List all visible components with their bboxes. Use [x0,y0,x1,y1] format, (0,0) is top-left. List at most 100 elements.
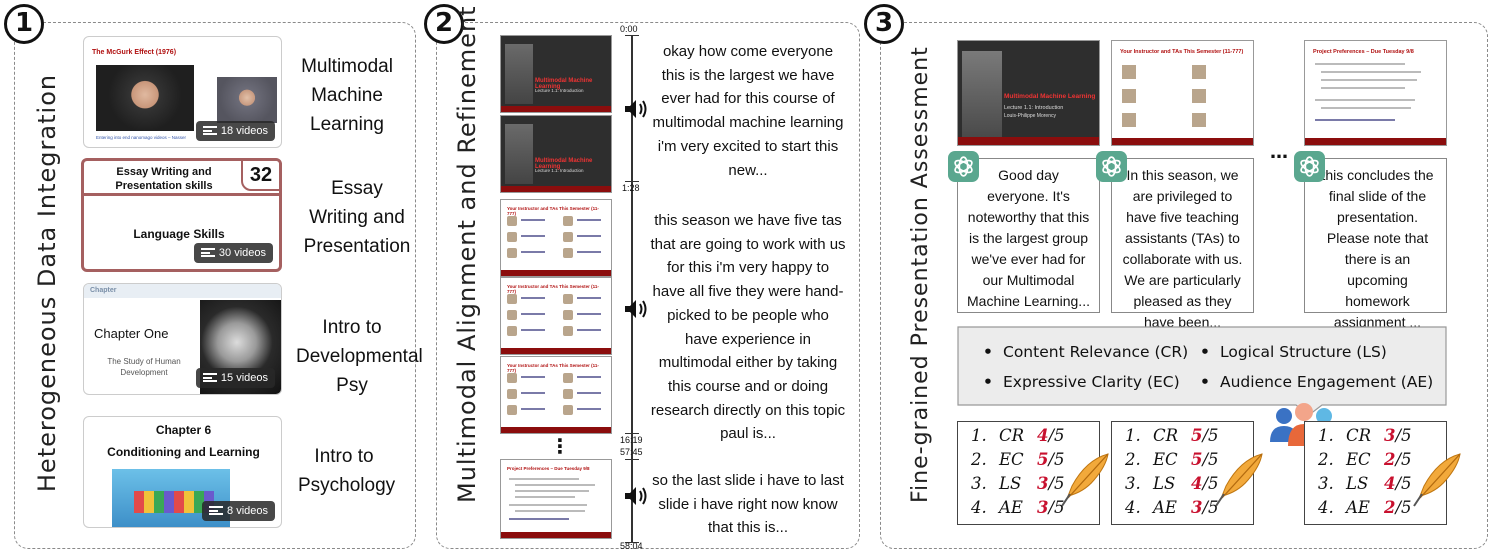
speaker-icon [625,100,647,118]
score-value: 5 [1037,450,1049,469]
person-photo [563,310,573,320]
person-photo [563,405,573,415]
quill-icon [1061,453,1109,507]
score-index: 4. [1318,498,1334,517]
score-value: 3 [1037,498,1049,517]
thumb-heading: Essay Writing and Presentation skills [115,166,213,192]
score-denominator: /5 [1048,498,1065,517]
course-title-mmml[interactable]: Multimodal Machine Learning [301,56,393,135]
thumb-top-label: Chapter [90,287,117,294]
text-line [515,484,595,486]
course-title-devpsy[interactable]: Intro to Developmental Psy [296,317,423,396]
score-value: 4 [1037,426,1049,445]
slide-subtitle: Lecture 1.1: Introduction [535,88,584,93]
thumb-divider [84,193,279,196]
person-photo [563,373,573,383]
course-title-essay[interactable]: Essay Writing and Presentation [303,178,411,257]
person-photo [1192,65,1206,79]
transcript-segment-3: so the last slide i have to last slide i… [652,472,844,537]
score-criterion: LS [1346,474,1369,493]
score-index: 4. [1125,498,1141,517]
person-photo [1122,89,1136,103]
slide-subtitle: Lecture 1.1: Introduction [1004,105,1064,111]
lecture-slide-preferences[interactable]: Project Preferences – Due Tuesday 9/8 [500,459,612,539]
score-criterion: CR [1346,426,1372,445]
score-criterion: AE [1153,498,1177,517]
lecture-slide-title[interactable]: Multimodal Machine Learning Lecture 1.1:… [500,115,612,193]
panel-data-integration [14,22,416,549]
transcript-segment-2: this season we have five tas that are go… [650,212,846,443]
lecture-slide-title[interactable]: Multimodal Machine Learning Lecture 1.1:… [500,35,612,113]
person-photo [563,216,573,226]
playlist-icon [200,248,215,257]
score-value: 5 [1191,426,1203,445]
course-title-psych[interactable]: Intro to Psychology [298,446,396,496]
bullet: • [1200,373,1210,391]
text-line [515,510,585,512]
score-value: 4 [1191,474,1203,493]
course-thumbnail-devpsy[interactable]: Chapter Chapter One The Study of Human D… [83,283,282,395]
course-thumbnail-psych[interactable]: Chapter 6 Conditioning and Learning 8 vi… [83,416,282,528]
text-line [1321,107,1411,109]
person-photo [1192,89,1206,103]
video-count-badge: 8 videos [202,501,275,521]
timestamp: 58:04 [620,541,643,551]
name-line [521,329,545,331]
score-index: 3. [971,474,987,493]
bullet: • [983,343,993,361]
transcript-segment-1: okay how come everyone this is the large… [652,43,844,179]
assessment-slide-preferences[interactable]: Project Preferences – Due Tuesday 9/8 [1304,40,1447,146]
person-photo [563,294,573,304]
text-line [1321,79,1417,81]
person-photo [1122,65,1136,79]
slide-title: Your Instructor and TAs This Semester (1… [1120,49,1244,55]
text-line [515,490,589,492]
link-line [1315,119,1395,121]
score-index: 3. [1318,474,1334,493]
slide-title: Your Instructor and TAs This Semester (1… [507,206,599,216]
quill-icon [1215,453,1263,507]
video-count: 18 videos [220,125,268,137]
building-photo [962,51,1002,137]
timeline-tick [625,459,639,460]
assessment-slide-instructors[interactable]: Your Instructor and TAs This Semester (1… [1111,40,1254,146]
timeline-tick [625,35,639,36]
chatgpt-icon [1294,151,1325,182]
score-index: 2. [1125,450,1141,469]
panel-presentation-assessment [880,22,1488,549]
thumb-caption: Entering into end nanomago videos – Nass… [96,135,187,140]
course-thumbnail-essay[interactable]: Essay Writing and Presentation skills 32… [81,158,282,272]
generated-script-3: this concludes the final slide of the pr… [1304,158,1447,330]
lecture-slide-instructors[interactable]: Your Instructor and TAs This Semester (1… [500,199,612,277]
lecture-slide-instructors[interactable]: Your Instructor and TAs This Semester (1… [500,356,612,434]
name-line [521,376,545,378]
lecture-slide-instructors[interactable]: Your Instructor and TAs This Semester (1… [500,277,612,355]
panel-multimodal-alignment [436,22,860,549]
score-index: 4. [971,498,987,517]
slides-ellipsis: … [1270,142,1288,163]
timeline-tick [625,433,639,434]
speaker-icon [625,487,647,505]
score-criterion: EC [999,450,1024,469]
slide-title: Your Instructor and TAs This Semester (1… [507,363,599,373]
course-thumbnail-mmml[interactable]: The McGurk Effect (1976) Entering into e… [83,36,282,148]
slide-footer-bar [501,186,611,192]
score-denominator: /5 [1202,426,1219,445]
text-line [509,478,579,480]
thumb-chapter: Chapter One [94,326,169,341]
criterion-ls: •Logical Structure (LS) [1200,343,1387,361]
score-criterion: LS [1153,474,1176,493]
assessment-slide-title[interactable]: Multimodal Machine Learning Lecture 1.1:… [957,40,1100,146]
video-count: 15 videos [220,372,268,384]
criteria-callout [957,326,1447,416]
generated-script-1: Good day everyone. It's noteworthy that … [957,158,1100,313]
playlist-icon [202,126,217,135]
score-denominator: /5 [1395,450,1412,469]
name-line [577,313,601,315]
bullet: • [1200,343,1210,361]
name-line [577,408,601,410]
